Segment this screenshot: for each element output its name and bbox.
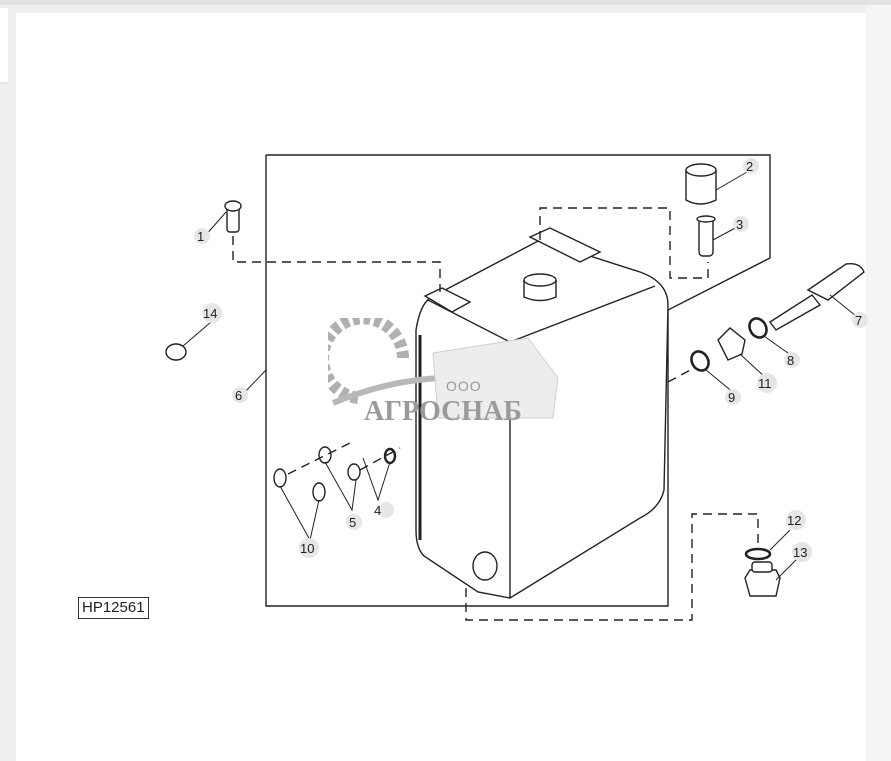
callout-4: 4 xyxy=(374,503,381,518)
tank-body xyxy=(415,239,669,599)
mount-tab-top xyxy=(528,227,602,263)
callout-11: 11 xyxy=(758,376,772,391)
part-13-plug xyxy=(744,569,781,597)
part-3-strainer xyxy=(698,217,714,257)
part-7-fitting xyxy=(768,294,822,331)
part-12-oring xyxy=(744,547,772,561)
callout-3: 3 xyxy=(736,217,743,232)
right-scroll-gutter[interactable] xyxy=(866,5,891,761)
drain-boss xyxy=(472,551,498,581)
left-panel-edge xyxy=(0,8,8,84)
part-5-fitting-b xyxy=(347,463,361,481)
callout-13: 13 xyxy=(793,545,807,560)
callout-1: 1 xyxy=(197,229,204,244)
callout-6: 6 xyxy=(235,388,242,403)
part-5-fitting-a xyxy=(318,446,332,464)
part-8-oring xyxy=(748,317,768,339)
callout-5: 5 xyxy=(349,515,356,530)
part-11-adapter xyxy=(717,327,746,361)
part-10-plug-b xyxy=(312,482,326,502)
top-bar xyxy=(0,0,891,5)
callout-12: 12 xyxy=(787,513,801,528)
figure-id-label: HP12561 xyxy=(78,597,149,619)
callout-7: 7 xyxy=(855,313,862,328)
callout-8: 8 xyxy=(787,353,794,368)
mount-tab-left xyxy=(423,287,472,313)
part-14-clamp xyxy=(165,343,187,361)
part-9-oring xyxy=(690,350,710,372)
part-10-plug-a xyxy=(273,468,287,488)
callout-labels: 1 2 3 4 5 6 7 8 9 10 11 12 13 14 xyxy=(194,158,868,562)
callout-14: 14 xyxy=(203,306,217,321)
callout-9: 9 xyxy=(728,390,735,405)
filler-neck xyxy=(523,273,557,287)
callout-10: 10 xyxy=(300,541,314,556)
callout-2: 2 xyxy=(746,159,753,174)
